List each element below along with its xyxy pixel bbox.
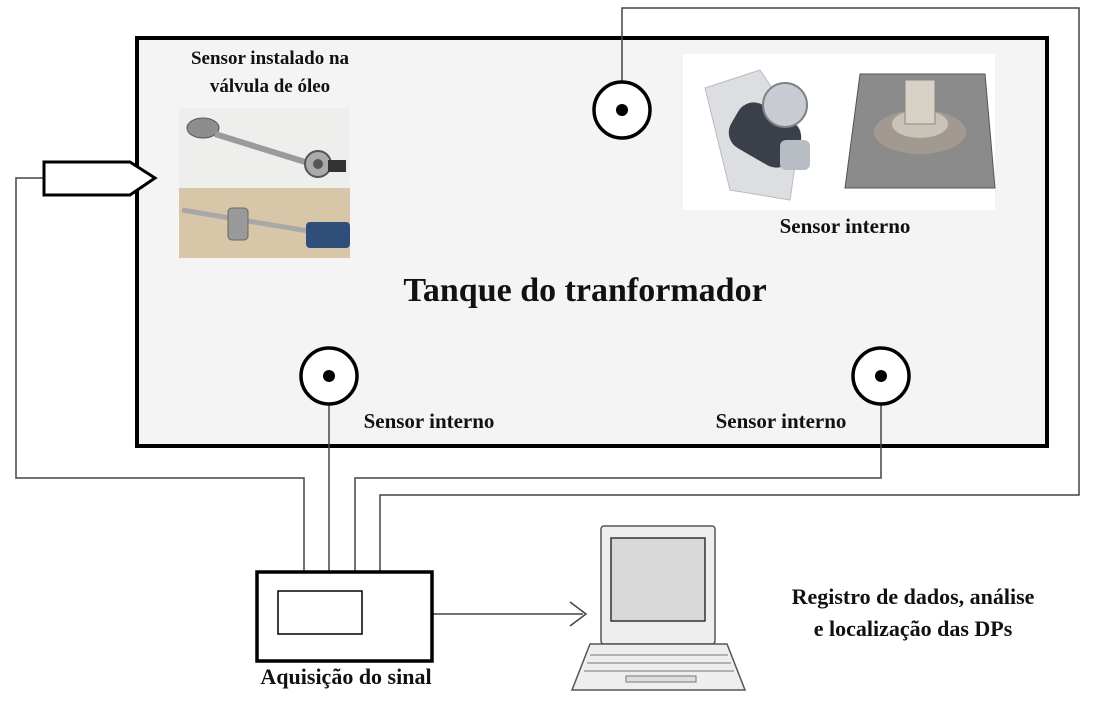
wire-internal-top — [379, 7, 1080, 572]
internal-sensor-left-label: Sensor interno — [363, 409, 495, 433]
wire-valve-sensor — [15, 177, 305, 572]
internal-sensor-top — [592, 80, 652, 140]
internal-sensor-right — [851, 346, 911, 406]
valve-sensor-connector — [42, 160, 158, 197]
valve-sensor-label-line1: Sensor instalado na — [190, 48, 350, 69]
valve-sensor-label-line2: válvula de óleo — [209, 76, 331, 97]
laptop — [570, 525, 747, 691]
valve-sensor-photo — [179, 108, 350, 258]
internal-sensor-right-label: Sensor interno — [715, 409, 847, 433]
internal-sensor-photo — [683, 54, 996, 210]
wiring — [15, 7, 1080, 615]
internal-sensor-top-label: Sensor interno — [779, 214, 911, 238]
acquisition-box — [255, 570, 434, 663]
wire-internal-right — [354, 402, 882, 572]
internal-sensor-left — [299, 346, 359, 406]
computer-label-line1: Registro de dados, análise — [791, 584, 1035, 609]
tank-label: Tanque do tranformador — [403, 272, 767, 309]
arrow-head — [569, 601, 588, 627]
computer-label-line2: e localização das DPs — [813, 616, 1013, 641]
acquisition-label: Aquisição do sinal — [260, 664, 432, 689]
